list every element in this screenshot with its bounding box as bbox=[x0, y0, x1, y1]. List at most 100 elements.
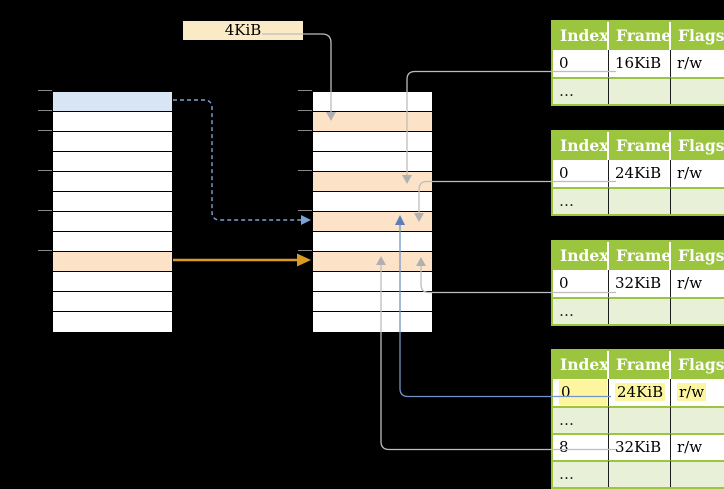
virtual-memory-column bbox=[52, 91, 173, 333]
virtual-page-row bbox=[53, 272, 172, 292]
table-cell: 0 bbox=[553, 270, 609, 297]
table-cell: r/w bbox=[671, 433, 724, 460]
ellipsis-cell bbox=[609, 187, 671, 214]
table-cell: 32KiB bbox=[609, 270, 671, 297]
page-size-box: 4KiB bbox=[183, 21, 303, 40]
ellipsis-cell: … bbox=[553, 460, 609, 487]
address-tick bbox=[298, 210, 312, 211]
column-header-flags: Flags bbox=[671, 132, 724, 160]
physical-frame-row bbox=[313, 152, 432, 172]
table-cell: r/w bbox=[671, 379, 724, 406]
virtual-page-row bbox=[53, 232, 172, 252]
address-tick bbox=[298, 90, 312, 91]
column-header-index: Index bbox=[553, 242, 609, 270]
ellipsis-cell bbox=[671, 297, 724, 324]
address-tick bbox=[38, 130, 52, 131]
column-header-index: Index bbox=[553, 22, 609, 50]
table-cell: 24KiB bbox=[609, 379, 671, 406]
column-header-frame: Frame bbox=[609, 132, 671, 160]
column-header-frame: Frame bbox=[609, 242, 671, 270]
ellipsis-cell bbox=[671, 77, 724, 104]
column-header-flags: Flags bbox=[671, 22, 724, 50]
virtual-page-row bbox=[53, 292, 172, 312]
address-tick bbox=[38, 250, 52, 251]
ellipsis-row: … bbox=[553, 187, 724, 214]
physical-frame-row bbox=[313, 92, 432, 112]
table-cell: r/w bbox=[671, 270, 724, 297]
virtual-page-row bbox=[53, 192, 172, 212]
physical-frame-row bbox=[313, 232, 432, 252]
table-cell: 16KiB bbox=[609, 50, 671, 77]
ellipsis-cell bbox=[671, 187, 724, 214]
address-tick bbox=[298, 250, 312, 251]
ellipsis-cell: … bbox=[553, 406, 609, 433]
table-cell: 0 bbox=[553, 50, 609, 77]
virtual-page-row bbox=[53, 152, 172, 172]
physical-frame-row bbox=[313, 192, 432, 212]
physical-frame-row bbox=[313, 272, 432, 292]
address-tick bbox=[38, 210, 52, 211]
highlighted-value: 0 bbox=[559, 380, 607, 405]
virtual-page-row bbox=[53, 112, 172, 132]
column-header-frame: Frame bbox=[609, 351, 671, 379]
table-cell: 0 bbox=[553, 379, 609, 406]
ellipsis-cell bbox=[609, 406, 671, 433]
virtual-page-row-blue bbox=[53, 92, 172, 112]
table-cell: 8 bbox=[553, 433, 609, 460]
virtual-page-row bbox=[53, 132, 172, 152]
virtual-page-row bbox=[53, 212, 172, 232]
virtual-page-row-orange bbox=[53, 252, 172, 272]
physical-memory-column bbox=[312, 91, 433, 333]
address-tick bbox=[298, 170, 312, 171]
column-header-frame: Frame bbox=[609, 22, 671, 50]
column-header-index: Index bbox=[553, 351, 609, 379]
column-header-flags: Flags bbox=[671, 351, 724, 379]
ellipsis-cell bbox=[671, 460, 724, 487]
ellipsis-cell bbox=[609, 297, 671, 324]
table-cell: 24KiB bbox=[609, 160, 671, 187]
arrow-virtual-orange bbox=[173, 253, 311, 267]
table-cell: 32KiB bbox=[609, 433, 671, 460]
physical-frame-row-orange bbox=[313, 252, 432, 272]
table-cell: r/w bbox=[671, 160, 724, 187]
column-header-flags: Flags bbox=[671, 242, 724, 270]
ellipsis-row: … bbox=[553, 460, 724, 487]
ellipsis-cell: … bbox=[553, 77, 609, 104]
ellipsis-cell: … bbox=[553, 297, 609, 324]
highlighted-value: r/w bbox=[677, 383, 707, 401]
physical-frame-row-orange bbox=[313, 112, 432, 132]
physical-frame-row-orange bbox=[313, 212, 432, 232]
page-size-label: 4KiB bbox=[224, 21, 262, 39]
ellipsis-cell: … bbox=[553, 187, 609, 214]
address-tick bbox=[38, 110, 52, 111]
virtual-page-row bbox=[53, 312, 172, 332]
table-row: 0 24KiB r/w bbox=[553, 379, 724, 406]
ellipsis-row: … bbox=[553, 406, 724, 433]
address-tick bbox=[298, 130, 312, 131]
physical-frame-row bbox=[313, 132, 432, 152]
virtual-page-row bbox=[53, 172, 172, 192]
column-header-index: Index bbox=[553, 132, 609, 160]
physical-frame-row-orange bbox=[313, 172, 432, 192]
ellipsis-cell bbox=[609, 460, 671, 487]
ellipsis-cell bbox=[671, 406, 724, 433]
physical-frame-row bbox=[313, 292, 432, 312]
ellipsis-row: … bbox=[553, 77, 724, 104]
ellipsis-cell bbox=[609, 77, 671, 104]
highlighted-value: 24KiB bbox=[615, 383, 666, 401]
address-tick bbox=[38, 170, 52, 171]
physical-frame-row bbox=[313, 312, 432, 332]
